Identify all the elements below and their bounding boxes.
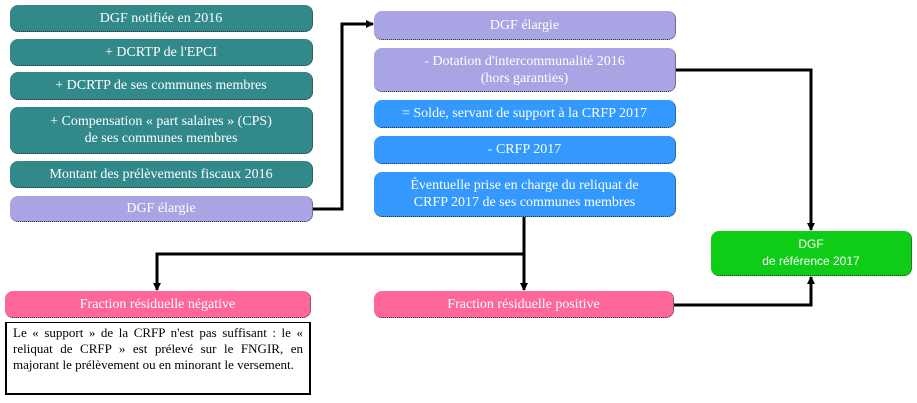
box-label-line-1: Éventuelle prise en charge du reliquat d… xyxy=(410,178,639,193)
box-label: + DCRTP de l'EPCI xyxy=(104,44,218,60)
box-prelevements-fiscaux: Montant des prélèvements fiscaux 2016 xyxy=(10,161,313,188)
box-solde-support-crfp: = Solde, servant de support à la CRFP 20… xyxy=(374,100,676,128)
box-crfp-2017: - CRFP 2017 xyxy=(374,136,676,164)
box-label-line-2: de référence 2017 xyxy=(762,254,860,268)
arrow-dotation-to-result xyxy=(676,68,815,231)
box-dotation-intercommunalite: - Dotation d'intercommunalité 2016 (hors… xyxy=(374,48,676,92)
box-reliquat-crfp: Éventuelle prise en charge du reliquat d… xyxy=(374,172,676,217)
box-dgf-elargie-left: DGF élargie xyxy=(10,196,313,222)
box-fraction-positive: Fraction résiduelle positive xyxy=(374,291,674,318)
box-label-line-2: (hors garanties) xyxy=(480,70,569,86)
box-dgf-elargie-middle: DGF élargie xyxy=(374,11,676,40)
box-dcrtp-epci: + DCRTP de l'EPCI xyxy=(10,39,313,66)
box-compensation-cps: + Compensation « part salaires » (CPS) d… xyxy=(10,107,313,154)
box-label: + DCRTP de ses communes membres xyxy=(55,78,267,93)
box-label: Fraction résiduelle positive xyxy=(447,296,600,312)
box-label-line-2: CRFP 2017 de ses communes membres xyxy=(413,195,636,210)
note-text: Le « support » de la CRFP n'est pas suff… xyxy=(13,325,303,372)
note-box: Le « support » de la CRFP n'est pas suff… xyxy=(5,322,311,395)
box-label: = Solde, servant de support à la CRFP 20… xyxy=(402,106,647,121)
arrow-positive-to-result xyxy=(674,276,815,307)
box-label: Fraction résiduelle négative xyxy=(79,296,236,312)
box-label: - CRFP 2017 xyxy=(487,142,562,157)
box-dgf-notifiee-2016: DGF notifiée en 2016 xyxy=(10,5,313,32)
box-label-line-1: DGF xyxy=(798,237,824,251)
box-label-line-1: - Dotation d'intercommunalité 2016 xyxy=(424,53,625,69)
box-dgf-reference-2017: DGF de référence 2017 xyxy=(711,231,912,276)
box-label: Montant des prélèvements fiscaux 2016 xyxy=(49,166,273,182)
box-fraction-negative: Fraction résiduelle négative xyxy=(5,291,311,318)
box-label-line-2: de ses communes membres xyxy=(84,131,238,146)
box-dcrtp-communes: + DCRTP de ses communes membres xyxy=(10,72,313,100)
arrow-dgf-elargie-to-middle xyxy=(313,20,374,211)
box-label: DGF élargie xyxy=(126,201,196,216)
box-label-line-1: + Compensation « part salaires » (CPS) xyxy=(50,114,272,129)
box-label: DGF élargie xyxy=(489,17,560,33)
box-label: DGF notifiée en 2016 xyxy=(99,10,223,26)
arrow-reliquat-to-negative xyxy=(153,217,526,291)
